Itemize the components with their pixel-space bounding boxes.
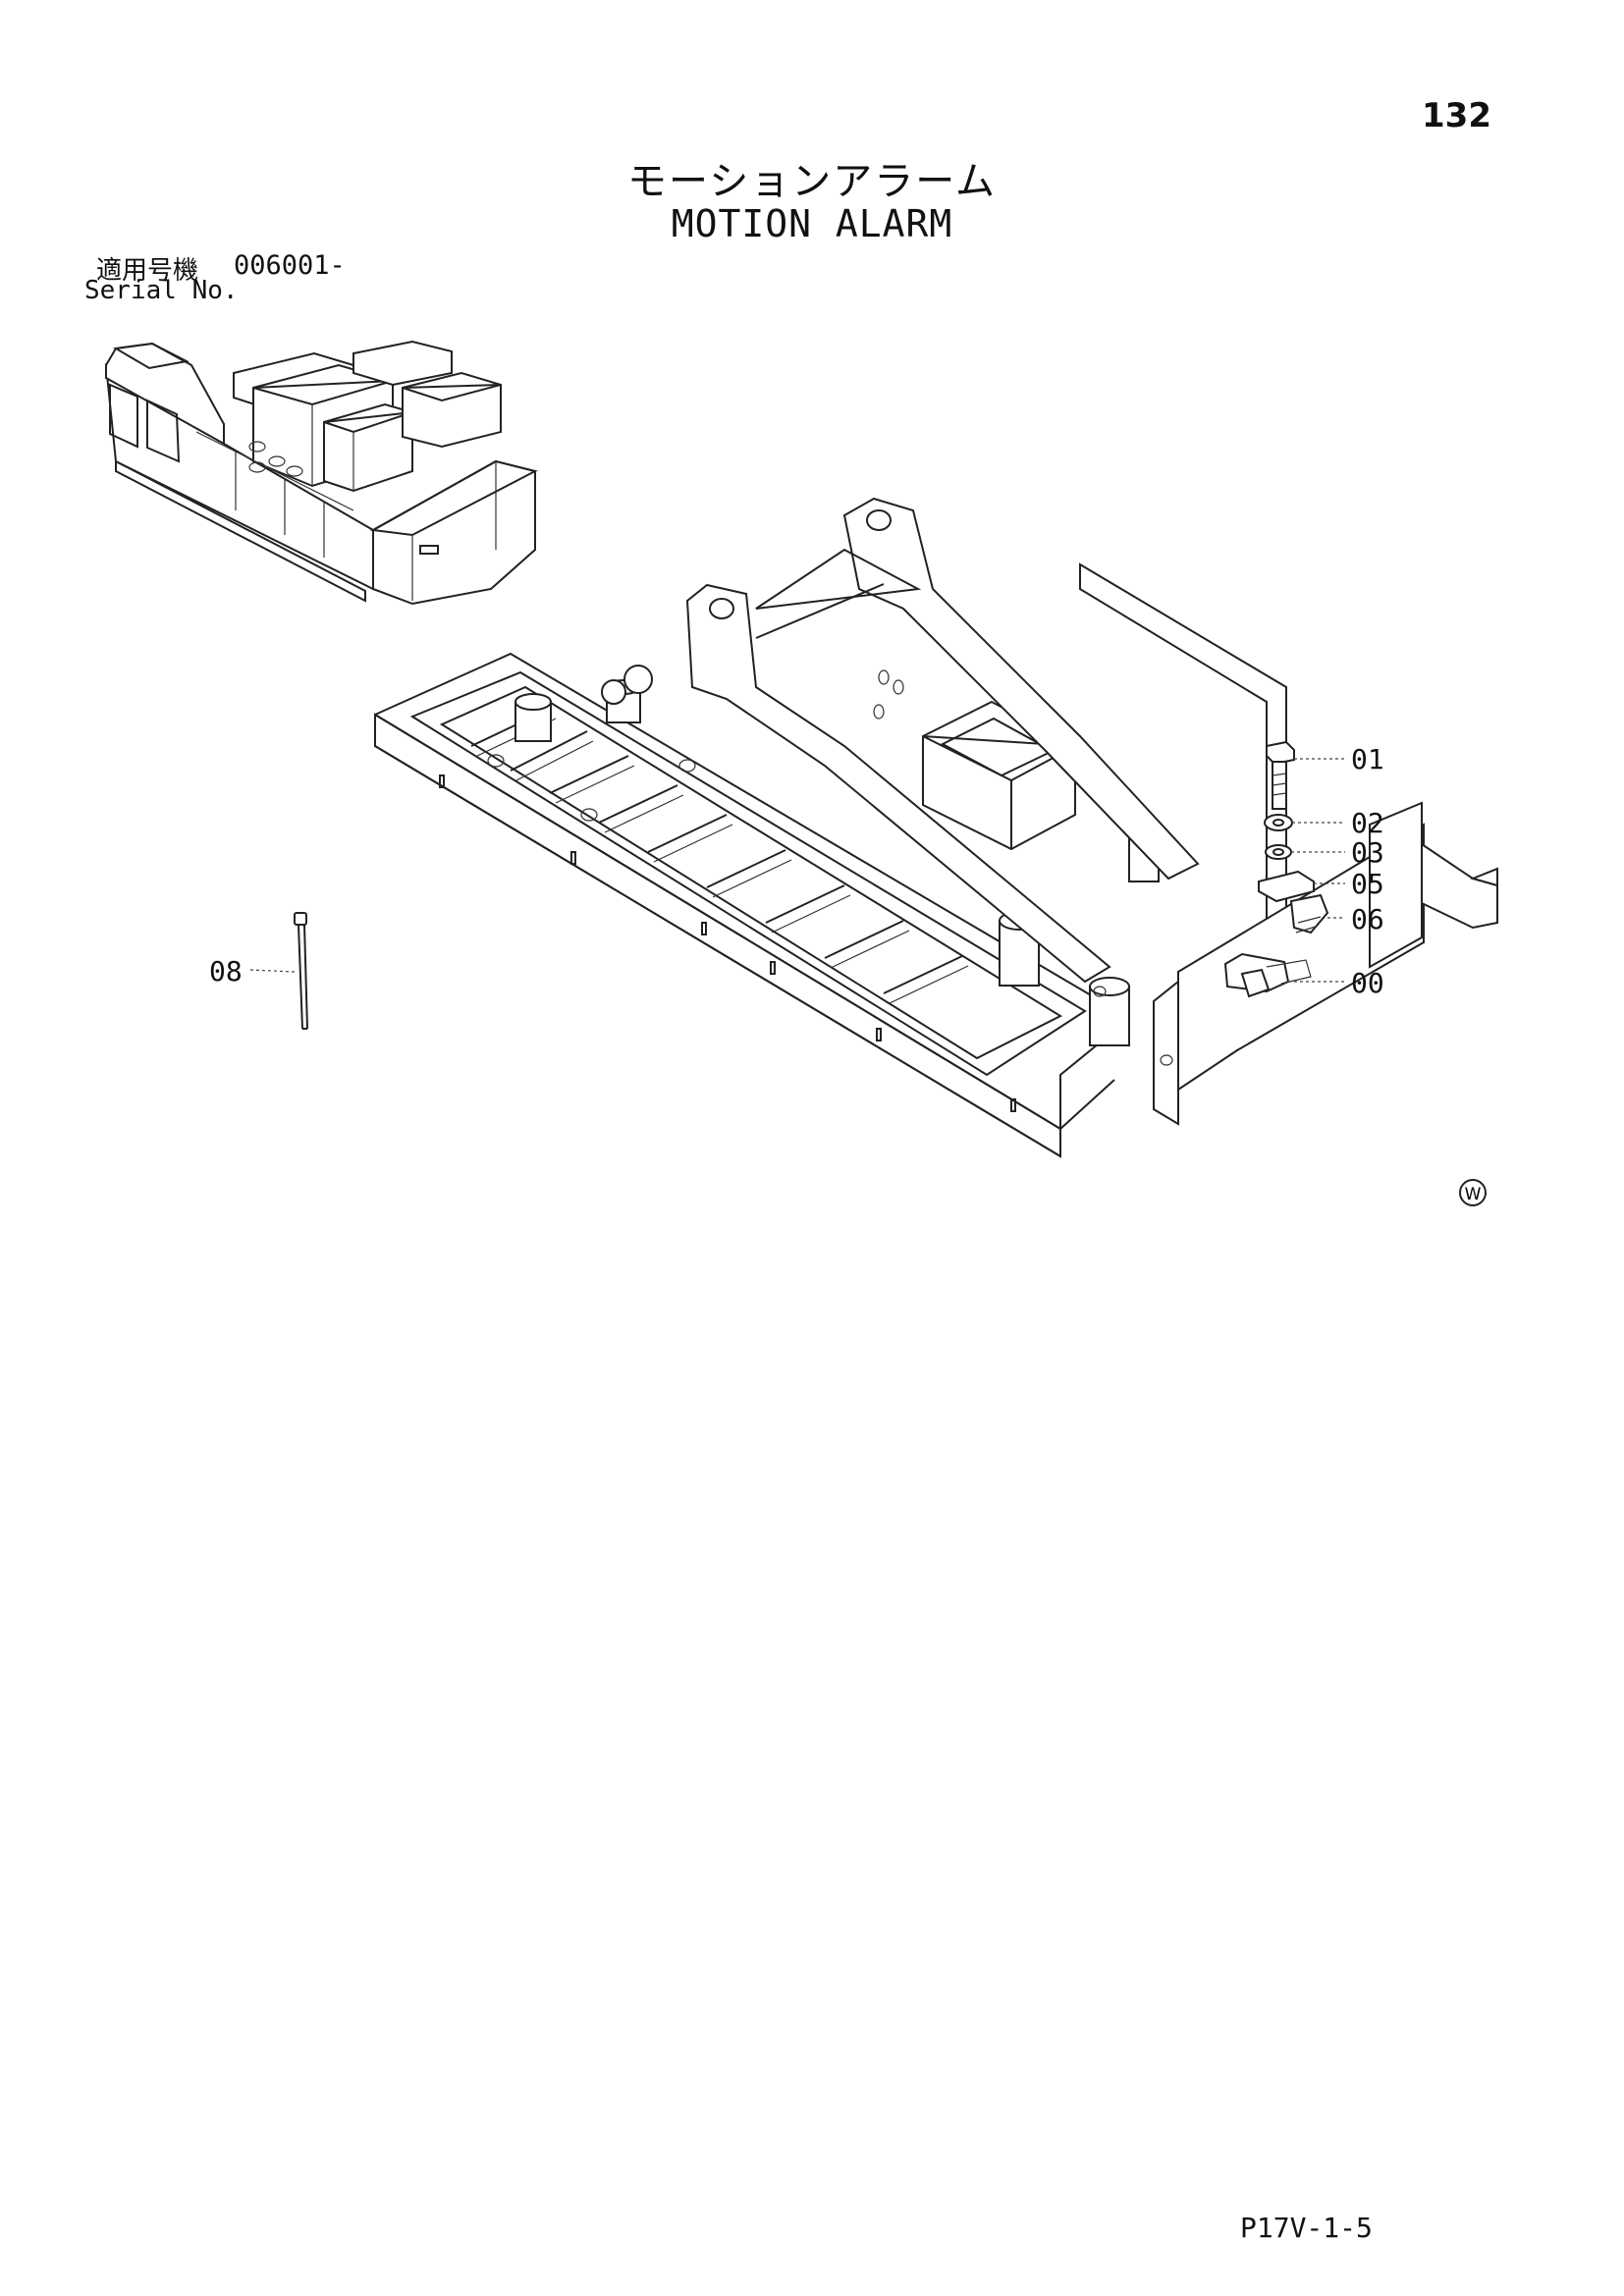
bolt-part (1266, 740, 1295, 810)
w-mark-letter: W (1465, 1185, 1482, 1204)
callout-06: 06 (1351, 903, 1384, 935)
page-number: 132 (1422, 96, 1491, 135)
callout-08: 08 (209, 955, 243, 988)
page-title-japanese: モーションアラーム (627, 159, 997, 204)
serial-number-value: 006001- (234, 250, 346, 281)
lock-washer-part (1265, 844, 1292, 860)
callout-03: 03 (1351, 836, 1384, 869)
callout-01: 01 (1351, 743, 1384, 775)
page-title-english: MOTION ALARM (671, 202, 953, 245)
washer-part (1264, 814, 1293, 831)
connector-part (1289, 893, 1329, 934)
callout-02: 02 (1351, 807, 1384, 839)
bracket-part (1258, 870, 1315, 903)
callout-05: 05 (1351, 868, 1384, 900)
serial-label-japanese: 適用号機 (96, 256, 199, 286)
excavator-overview-illustration (104, 340, 538, 606)
serial-label-english: Serial No. (84, 276, 239, 305)
page-code: P17V-1-5 (1240, 2212, 1373, 2244)
cable-tie-part (294, 912, 308, 1030)
callout-00: 00 (1351, 967, 1384, 999)
exploded-parts (249, 740, 1345, 1030)
w-mark: W (1459, 1179, 1487, 1206)
upper-frame-illustration (374, 497, 1498, 1158)
